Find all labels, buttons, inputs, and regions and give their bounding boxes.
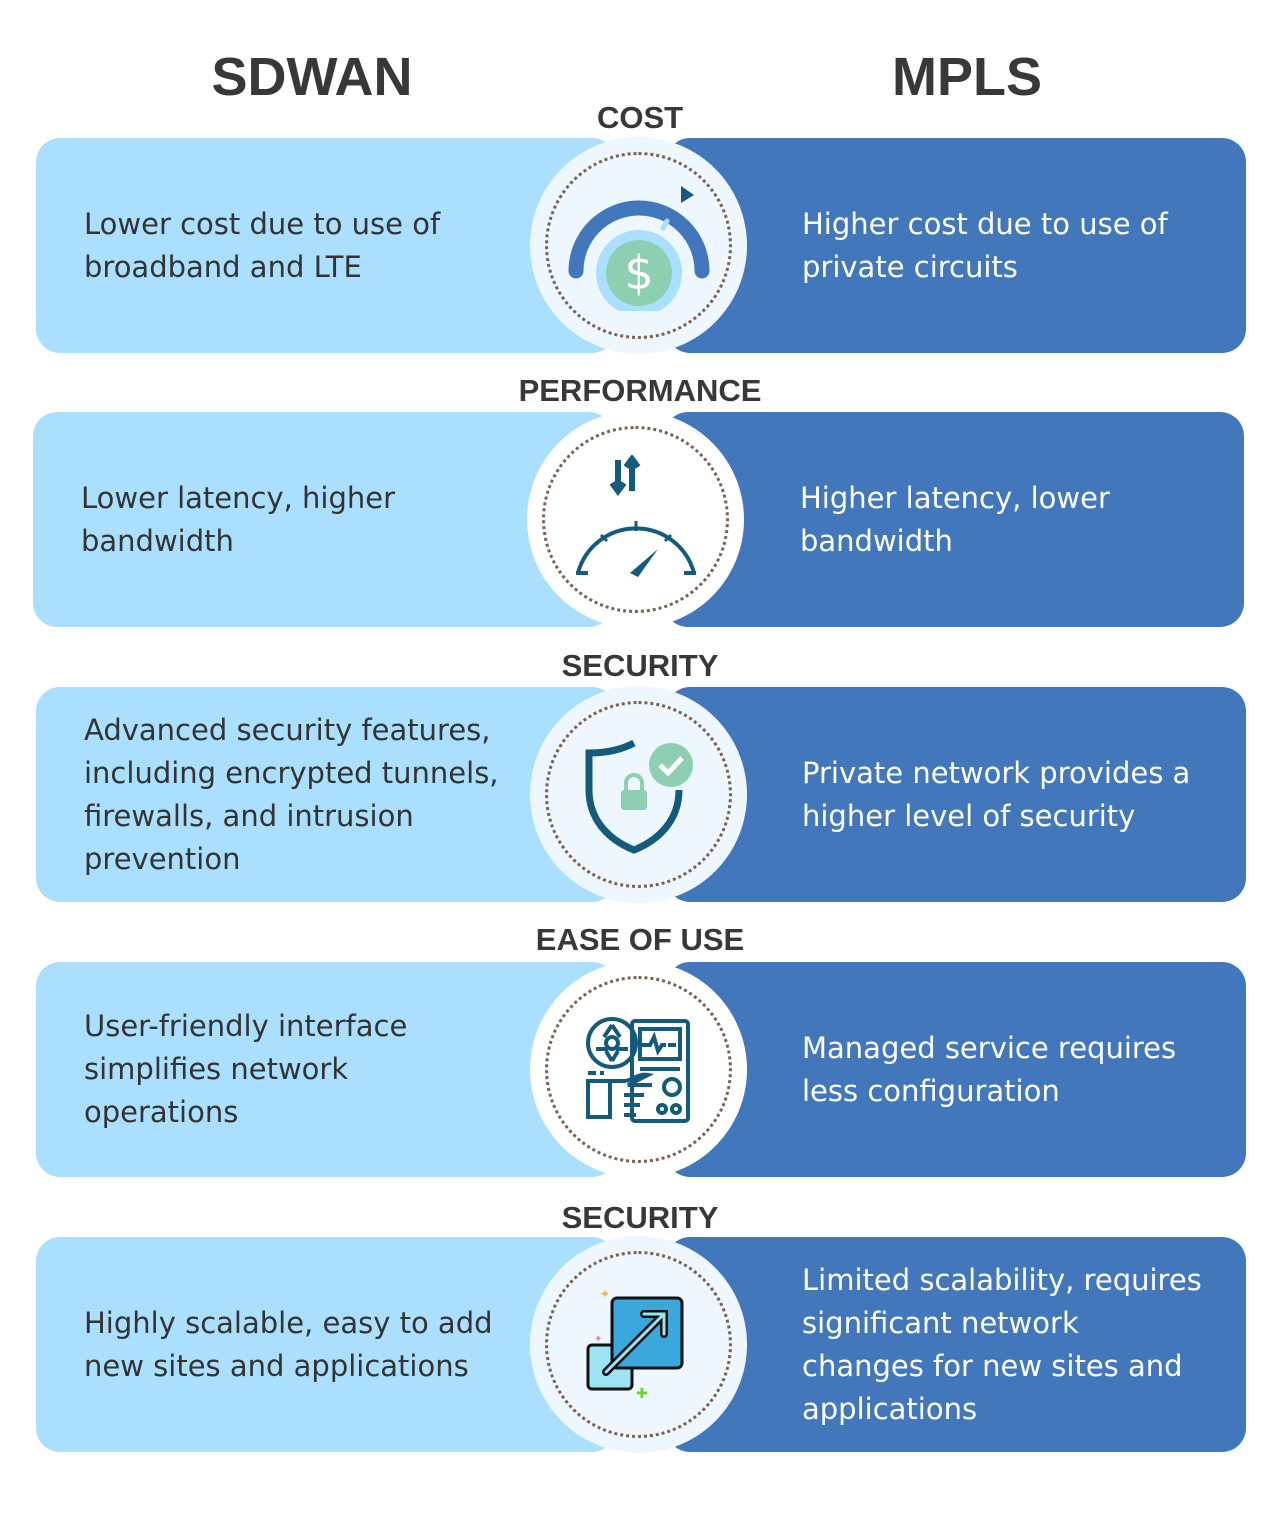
mpls-card: Higher cost due to use of private circui… xyxy=(666,138,1246,353)
category-label: SECURITY xyxy=(561,648,719,683)
mpls-text: Managed service requires less configurat… xyxy=(802,1030,1177,1108)
cost-gauge-dollar-icon: $ xyxy=(568,185,709,311)
svg-text:$: $ xyxy=(624,246,653,300)
sdwan-title: SDWAN xyxy=(211,47,413,107)
comparison-row-performance: Lower latency, higher bandwidth Higher l… xyxy=(0,411,1280,628)
speedometer-icon xyxy=(575,454,696,577)
mpls-text: Limited scalability, requires significan… xyxy=(802,1262,1202,1426)
mpls-card: Managed service requires less configurat… xyxy=(666,962,1246,1177)
mpls-text: Higher cost due to use of private circui… xyxy=(802,206,1168,284)
icon-circle: ✦ ✦ ✚ xyxy=(530,1236,747,1453)
svg-text:✦: ✦ xyxy=(600,1290,610,1301)
category-label: EASE OF USE xyxy=(535,922,745,957)
sdwan-card: Lower latency, higher bandwidth xyxy=(33,412,613,627)
comparison-row-security: Advanced security features, including en… xyxy=(0,686,1280,903)
sdwan-card: Advanced security features, including en… xyxy=(36,687,616,902)
comparison-row-cost: Lower cost due to use of broadband and L… xyxy=(0,137,1280,354)
sdwan-text: Lower cost due to use of broadband and L… xyxy=(84,206,441,284)
mpls-text: Private network provides a higher level … xyxy=(802,755,1191,833)
mpls-card: Higher latency, lower bandwidth xyxy=(664,412,1244,627)
category-label: COST xyxy=(596,100,684,135)
category-label: SECURITY xyxy=(561,1200,719,1235)
sdwan-card: Lower cost due to use of broadband and L… xyxy=(36,138,616,353)
scale-up-arrow-icon: ✦ ✦ ✚ xyxy=(586,1290,683,1400)
sdwan-card: User-friendly interface simplifies netwo… xyxy=(36,962,616,1177)
icon-circle xyxy=(527,411,744,628)
mpls-card: Private network provides a higher level … xyxy=(666,687,1246,902)
sdwan-text: Advanced security features, including en… xyxy=(84,712,499,876)
svg-text:✚: ✚ xyxy=(636,1386,648,1400)
comparison-row-ease-of-use: User-friendly interface simplifies netwo… xyxy=(0,961,1280,1178)
shield-lock-check-icon xyxy=(585,739,693,854)
icon-circle xyxy=(530,961,747,1178)
icon-circle xyxy=(530,686,747,903)
svg-text:✦: ✦ xyxy=(594,1334,602,1345)
mpls-text: Higher latency, lower bandwidth xyxy=(800,480,1110,558)
mpls-card: Limited scalability, requires significan… xyxy=(666,1237,1246,1452)
sdwan-text: Highly scalable, easy to add new sites a… xyxy=(84,1305,493,1383)
icon-circle: $ xyxy=(530,137,747,354)
sdwan-text: Lower latency, higher bandwidth xyxy=(81,480,396,558)
sdwan-text: User-friendly interface simplifies netwo… xyxy=(84,1009,408,1129)
category-label: PERFORMANCE xyxy=(518,373,762,408)
mpls-title: MPLS xyxy=(891,47,1042,107)
comparison-row-scalability: Highly scalable, easy to add new sites a… xyxy=(0,1236,1280,1453)
control-panel-icon xyxy=(585,1016,690,1123)
sdwan-card: Highly scalable, easy to add new sites a… xyxy=(36,1237,616,1452)
